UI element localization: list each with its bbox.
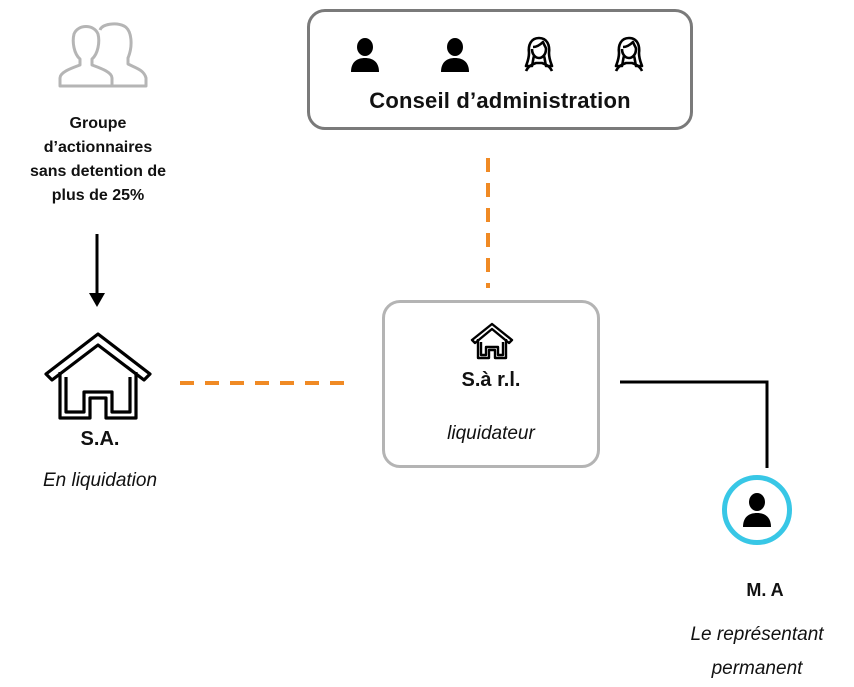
shareholders-node: Groupe d’actionnaires sans detention de … — [0, 0, 200, 230]
board-title: Conseil d’administration — [369, 88, 631, 113]
sa-subtitle: En liquidation — [42, 470, 158, 491]
shareholders-label-line: d’actionnaires — [43, 139, 153, 156]
male-person-icon — [441, 38, 469, 72]
house-icon — [44, 332, 152, 420]
sa-title: S.A. — [80, 428, 120, 450]
representative-title: M. A — [746, 580, 784, 600]
representative-subtitle-line: permanent — [711, 658, 803, 679]
female-person-icon — [614, 36, 644, 72]
arrow-head-icon — [89, 293, 105, 307]
representative-avatar — [722, 475, 792, 545]
shareholders-label-line: plus de 25% — [51, 187, 145, 204]
representative-subtitle-line: Le représentant — [690, 624, 824, 645]
shareholders-label: Groupe d’actionnaires sans detention de … — [0, 112, 196, 208]
sarl-subtitle: liquidateur — [447, 423, 535, 444]
house-icon — [470, 322, 514, 360]
male-person-icon — [351, 38, 379, 72]
person-icon — [743, 493, 771, 527]
board-box: Conseil d’administration — [307, 9, 693, 130]
people-icon — [58, 22, 148, 88]
sarl-title: S.à r.l. — [461, 369, 521, 391]
shareholders-label-line: Groupe — [69, 115, 127, 132]
shareholders-label-line: sans detention de — [29, 163, 167, 180]
sa-node: S.A. En liquidation — [0, 320, 200, 500]
sarl-to-representative-link — [620, 380, 769, 468]
female-person-icon — [524, 36, 554, 72]
sarl-box: S.à r.l. liquidateur — [382, 300, 600, 468]
